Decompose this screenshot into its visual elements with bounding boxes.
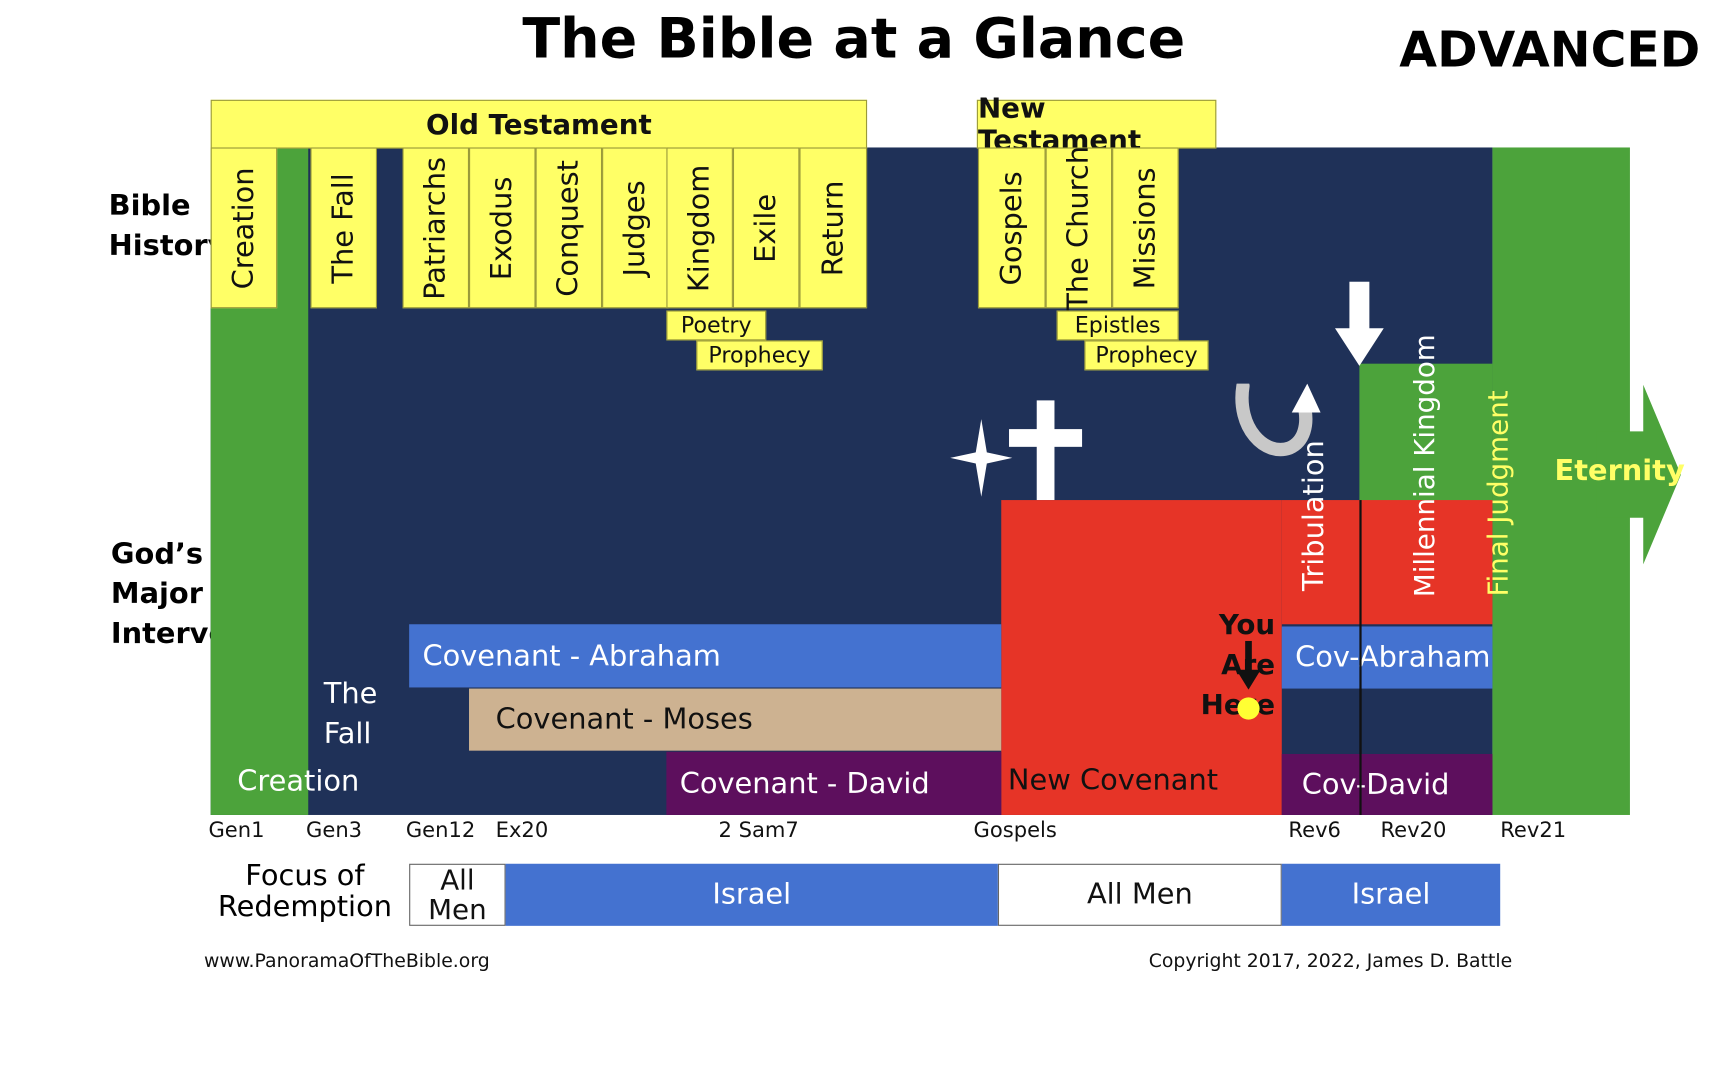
eternity-arrow-icon (1596, 384, 1681, 565)
new-testament-header: New Testament (976, 92, 1217, 156)
tribulation-divider-lower (1359, 626, 1362, 815)
history-column: Patriarchs (402, 147, 470, 309)
history-column: The Church (1045, 145, 1113, 311)
history-column-label: Creation (227, 166, 261, 289)
focus-israel-1: Israel (505, 863, 998, 926)
tribulation-label: Tribulation (1297, 440, 1331, 591)
cross-icon (1009, 400, 1083, 501)
row-label-focus: Focus of Redemption (217, 859, 392, 924)
epistles-box: Epistles (1056, 310, 1179, 341)
history-column: Gospels (977, 147, 1046, 309)
history-column-label: Conquest (552, 159, 586, 297)
star-icon (950, 419, 1013, 497)
scripture-ref: Rev6 (1288, 818, 1341, 843)
focus-all-men-1: All Men (409, 863, 506, 926)
prophecy-nt-box: Prophecy (1084, 340, 1209, 371)
footer-copyright: Copyright 2017, 2022, James D. Battle (1148, 950, 1513, 973)
scripture-ref: Rev20 (1380, 818, 1447, 843)
scripture-ref: Ex20 (495, 818, 549, 843)
creation-label: Creation (237, 765, 360, 799)
you-are-here-dot (1237, 697, 1260, 720)
cov-david-short-label: Cov-David (1301, 767, 1450, 802)
footer-website: www.PanoramaOfTheBible.org (204, 950, 490, 973)
focus-all-men-1-label: All Men (428, 863, 487, 926)
history-column: Creation (210, 147, 278, 309)
focus-israel-1-label: Israel (712, 878, 792, 912)
level-badge: ADVANCED (1399, 22, 1701, 79)
covenant-david-label: Covenant - David (679, 766, 930, 800)
history-column: Conquest (535, 147, 603, 309)
the-fall-label: The Fall (323, 677, 378, 751)
cov-abraham-short-bar: Cov-Abraham (1281, 626, 1493, 689)
history-column-label: Judges (618, 179, 652, 276)
new-covenant-red-block (1001, 500, 1282, 815)
poetry-box: Poetry (666, 310, 767, 341)
history-column-label: Missions (1128, 166, 1163, 289)
prophecy-ot-box: Prophecy (696, 340, 823, 371)
history-column: Exile (732, 147, 800, 309)
scripture-ref: 2 Sam7 (718, 818, 799, 843)
return-arrow-icon (1235, 383, 1321, 457)
focus-all-men-2: All Men (997, 863, 1282, 926)
history-column: The Fall (310, 147, 377, 309)
history-column: Exodus (469, 147, 536, 309)
cov-david-short-bar: Cov-David (1281, 753, 1493, 815)
scripture-ref: Gen12 (405, 818, 476, 843)
scripture-ref: Gen1 (208, 818, 265, 843)
history-column-label: The Church (1062, 145, 1096, 311)
tribulation-label-box: Tribulation (1286, 432, 1341, 598)
down-arrow-small-icon (1236, 640, 1261, 690)
scripture-ref: Gospels (973, 818, 1057, 843)
history-column-label: The Fall (327, 172, 361, 284)
covenant-david-bar: Covenant - David (666, 751, 1002, 815)
old-testament-header: Old Testament (210, 99, 868, 149)
history-column: Judges (602, 147, 669, 309)
focus-israel-2: Israel (1281, 863, 1501, 926)
new-covenant-label: New Covenant (1007, 763, 1219, 798)
final-judgment-label-box: Final Judgment (1470, 388, 1525, 599)
covenant-moses-label: Covenant - Moses (495, 702, 753, 737)
history-column-label: Exile (749, 193, 783, 263)
millennial-green-panel (1359, 363, 1493, 502)
millennial-label-box: Millennial Kingdom (1397, 333, 1452, 599)
eternity-label: Eternity (1554, 454, 1685, 488)
scripture-ref: Rev21 (1500, 818, 1567, 843)
covenant-abraham-bar: Covenant - Abraham (409, 624, 1002, 688)
history-column-label: Kingdom (683, 164, 717, 292)
old-testament-label: Old Testament (426, 108, 652, 141)
focus-israel-2-label: Israel (1351, 878, 1431, 912)
cov-abraham-short-label: Cov-Abraham (1295, 640, 1491, 675)
covenant-abraham-label: Covenant - Abraham (422, 639, 721, 673)
history-column-label: Patriarchs (419, 156, 453, 300)
final-judgment-label: Final Judgment (1481, 390, 1515, 597)
history-column-label: Exodus (485, 176, 519, 280)
down-arrow-icon (1334, 281, 1384, 366)
history-column: Kingdom (666, 147, 733, 309)
history-column-label: Gospels (995, 170, 1029, 285)
history-column: Missions (1112, 147, 1179, 309)
millennial-label: Millennial Kingdom (1408, 334, 1441, 598)
row-label-bible-history: Bible History (108, 189, 227, 263)
focus-all-men-2-label: All Men (1086, 878, 1193, 912)
page-title: The Bible at a Glance (522, 6, 1186, 71)
scripture-ref: Gen3 (306, 818, 363, 843)
covenant-moses-bar: Covenant - Moses (469, 688, 1002, 751)
history-column-label: Return (816, 180, 850, 276)
tribulation-red-block (1281, 500, 1493, 625)
history-column: Return (799, 147, 868, 309)
